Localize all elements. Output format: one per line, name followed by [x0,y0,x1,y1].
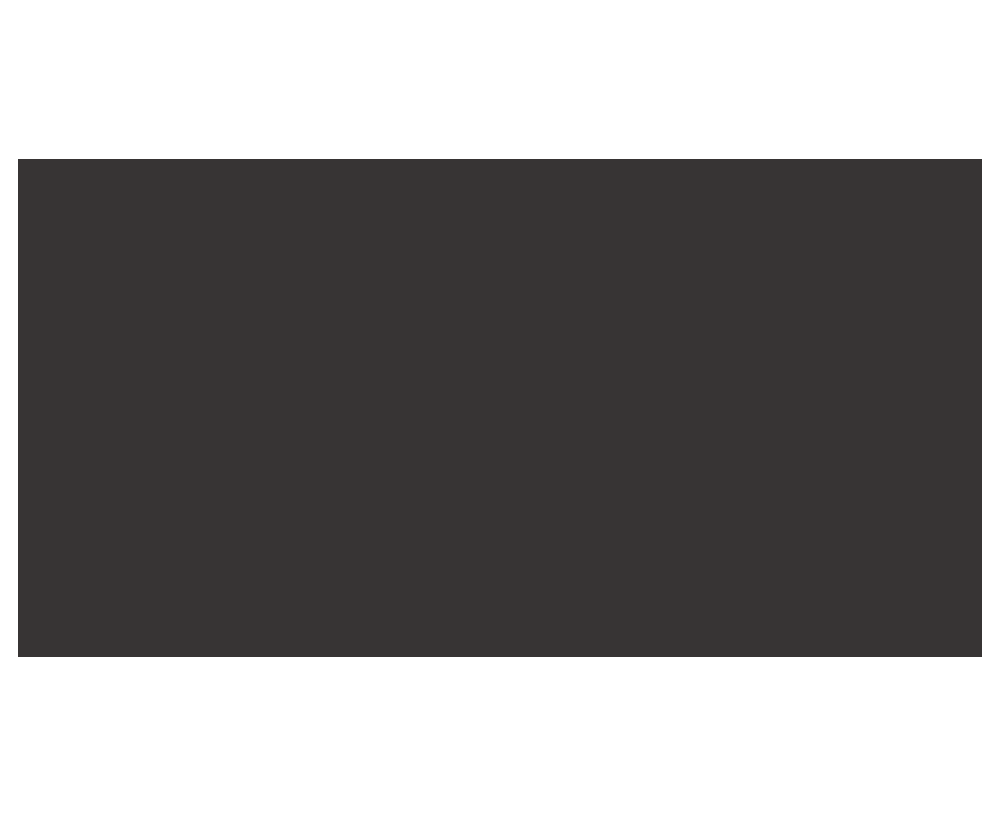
blank-screen-panel [18,159,982,657]
